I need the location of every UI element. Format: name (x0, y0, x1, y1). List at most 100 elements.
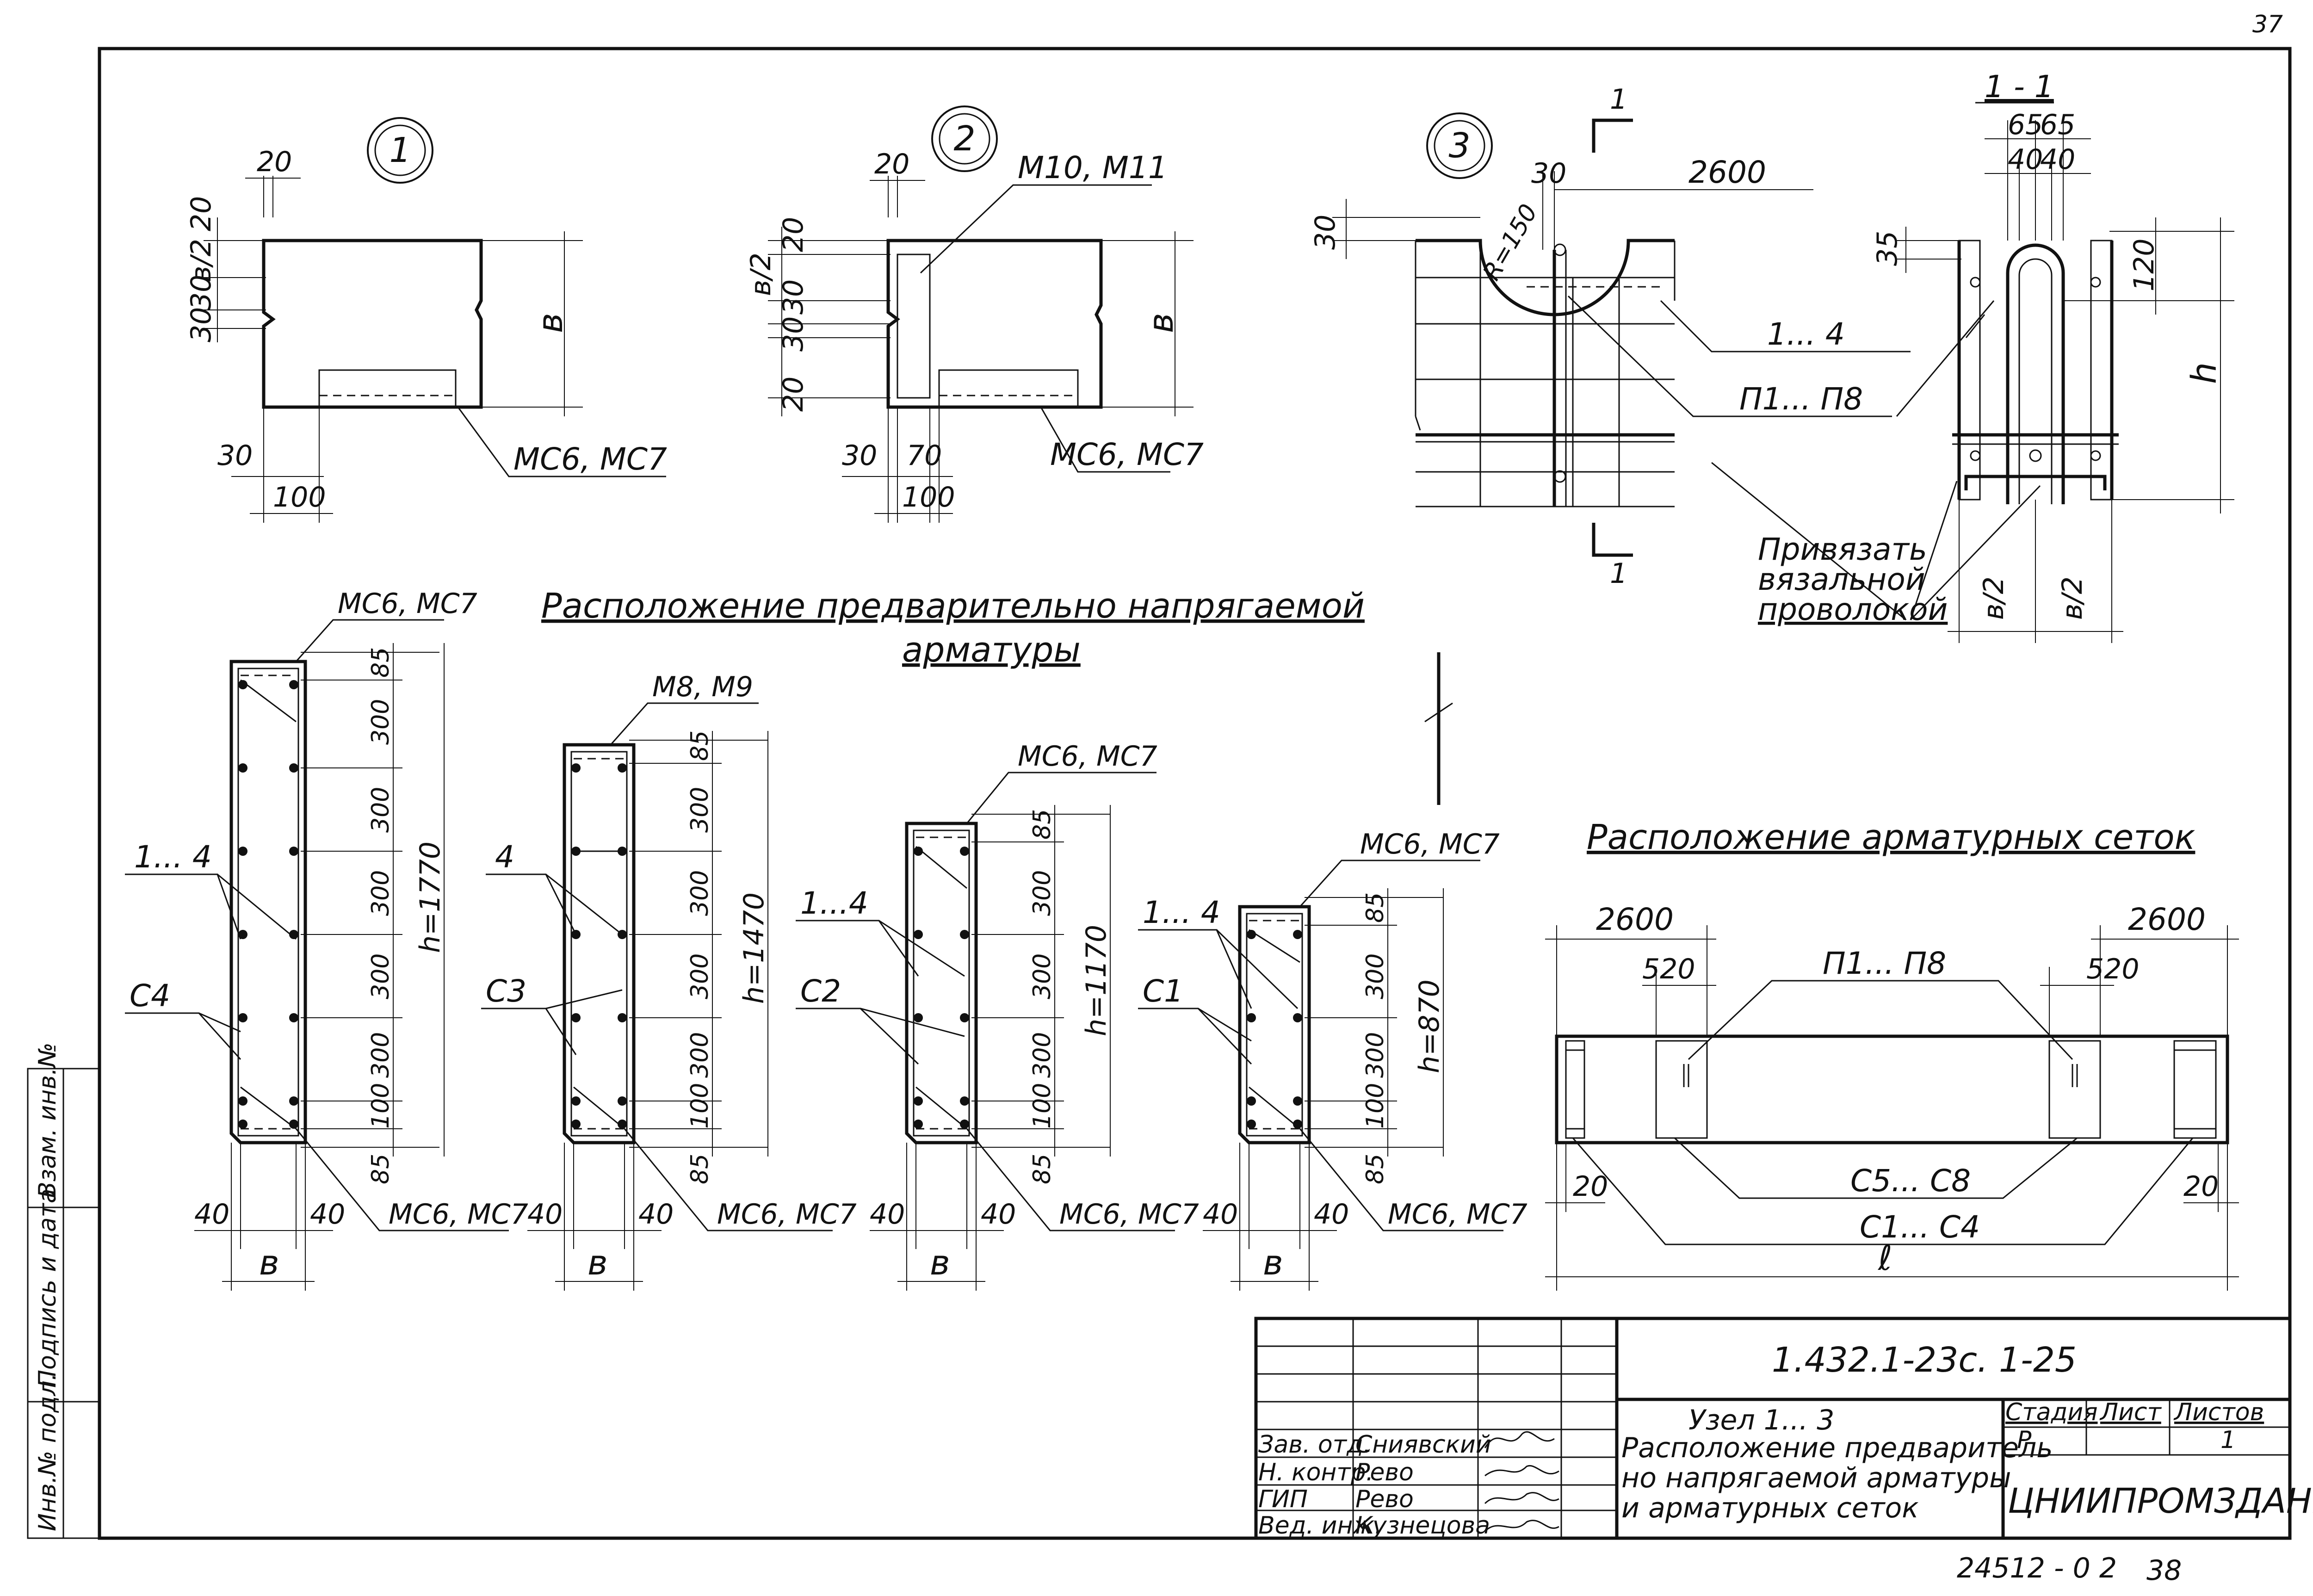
section-c4-bars-label: 1... 4 (134, 839, 212, 875)
section-dim-h: h (2184, 362, 2224, 384)
node-2-dim-20-left: 20 (777, 217, 810, 252)
section-c4-step-2: 300 (367, 787, 395, 833)
section-c1-bot-mesh: МС6, МС7 (1388, 1198, 1528, 1231)
section-c3-dim-40b: 40 (638, 1198, 674, 1231)
sheets-value: 1 (2220, 1426, 2236, 1454)
section-dim-40a: 40 (2008, 143, 2043, 176)
section-c4-dim-40a: 40 (194, 1198, 229, 1231)
doc-code: 1.432.1-23с. 1-25 (1772, 1340, 2077, 1380)
node-2-dim-b2: в/2 (745, 253, 777, 296)
section-c4-bars (238, 680, 298, 1129)
node-1-dim-b2: в/2 (185, 239, 217, 282)
section-c3-c-label: С3 (486, 973, 526, 1009)
node-3: 3 30 30 2600 R=150 1 1 (1309, 83, 1911, 590)
section-c3: М8, М9 85 300 300 300 300 100 85 h=1470 … (481, 671, 857, 1291)
section-c3-bot-mesh: МС6, МС7 (717, 1198, 857, 1231)
node-3-cut-top: 1 (1610, 83, 1627, 116)
section-c1-bars-label: 1... 4 (1143, 895, 1220, 930)
section-c3-step-3: 300 (686, 953, 714, 999)
section-dim-65a: 65 (2008, 109, 2043, 141)
section-c3-step-1: 300 (686, 787, 714, 833)
section-c4: МС6, МС7 85 300 300 300 300 300 100 85 h… (125, 588, 528, 1291)
section-c2: МС6, МС7 85 300 300 300 100 85 h=1170 1.… (796, 740, 1199, 1291)
title-prestress-line1: Расположение предварительно напрягаемой (541, 586, 1365, 626)
section-c1-dim-85-bot: 85 (1361, 1154, 1389, 1184)
section-dim-35: 35 (1871, 231, 1904, 266)
node-3-cut-bot: 1 (1610, 557, 1627, 590)
signature-3 (1484, 1492, 1559, 1504)
section-tie-line3: проволокой (1758, 592, 1948, 627)
name-3: Рево (1355, 1485, 1414, 1513)
section-c3-step-2: 300 (686, 870, 714, 916)
section-c1-dim-85-top: 85 (1361, 892, 1389, 923)
page-number: 37 (2252, 11, 2283, 38)
node-1-number: 1 (389, 130, 411, 170)
section-c2-step-3: 300 (1028, 1032, 1056, 1078)
section-title: 1 - 1 (1985, 69, 2054, 105)
mesh-plan-dim-520-left: 520 (1642, 953, 1695, 985)
node-1-dim-b: в (531, 313, 570, 333)
side-stamp-inv: Инв.№ подл. (34, 1373, 62, 1531)
node-3-bars-label: 1... 4 (1767, 316, 1845, 352)
node-1-dim-20-left: 20 (185, 196, 217, 231)
section-c1-bars (1247, 930, 1302, 1129)
section-c4-step-1: 300 (367, 699, 395, 745)
section-c3-dim-40a: 40 (527, 1198, 563, 1231)
node-3-dim-30-top: 30 (1531, 157, 1566, 190)
mesh-plan-c14-label: С1... С4 (1860, 1209, 1980, 1245)
section-c4-bot-mesh: МС6, МС7 (389, 1198, 528, 1231)
stage-value: Р (2017, 1426, 2032, 1454)
section-c3-dim-85-bot: 85 (686, 1154, 714, 1184)
node-1-mesh-label: МС6, МС7 (513, 441, 667, 477)
title-line-3: но напрягаемой арматуры (1621, 1462, 2011, 1494)
section-c4-step-5: 300 (367, 1032, 395, 1078)
role-3: ГИП (1258, 1485, 1308, 1513)
section-c2-bot-mesh: МС6, МС7 (1059, 1198, 1199, 1231)
section-tie-line1: Привязать (1758, 532, 1927, 567)
mesh-plan: 2600 2600 520 520 П1... П8 С5... С8 С1..… (1545, 902, 2239, 1291)
section-dim-40b: 40 (2040, 143, 2075, 176)
section-c4-dim-85-bot: 85 (367, 1154, 395, 1184)
section-c1-step-2: 300 (1361, 1032, 1389, 1078)
section-c3-bars-label: 4 (495, 839, 514, 875)
section-c2-dim-85-bot: 85 (1028, 1154, 1056, 1184)
section-c4-dim-85-top: 85 (367, 647, 395, 678)
section-c3-bars (571, 763, 627, 1129)
title-mesh: Расположение арматурных сеток (1587, 817, 2195, 857)
node-3-radius: R=150 (1478, 200, 1543, 285)
section-c4-c-label: С4 (130, 978, 170, 1014)
name-4: Кузнецова (1355, 1512, 1490, 1540)
sheet-frame (98, 47, 2292, 1540)
section-c1: МС6, МС7 85 300 300 100 85 h=870 1... 4 … (1138, 828, 1528, 1291)
node-2: 2 20 20 в/2 30 30 20 в 30 70 100 МС6 (745, 105, 1204, 523)
mesh-plan-dim-20-right: 20 (2183, 1170, 2219, 1203)
side-stamp-sign: Подпись и дата (34, 1188, 62, 1388)
section-c1-top-mesh: МС6, МС7 (1360, 828, 1500, 860)
node-3-dim-2600: 2600 (1688, 155, 1766, 190)
signature-2 (1484, 1465, 1559, 1477)
name-2: Рево (1355, 1459, 1414, 1486)
node-1-dim-30a: 30 (185, 275, 217, 310)
stage-header: Стадия (2005, 1398, 2098, 1426)
bottom-code: 24512 - 0 2 (1957, 1552, 2117, 1584)
node-2-number: 2 (953, 119, 975, 159)
node-2-mesh-top-label: М10, М11 (1018, 150, 1168, 186)
node-2-dim-30: 30 (842, 439, 877, 472)
signature-1 (1484, 1431, 1555, 1448)
mesh-plan-dim-2600-left: 2600 (1596, 902, 1674, 937)
node-1: 1 20 20 в/2 30 30 в 30 100 МС6, МС7 (185, 117, 667, 523)
mesh-plan-p-label: П1... П8 (1823, 946, 1946, 981)
section-c1-dim-40b: 40 (1314, 1198, 1349, 1231)
title-line-2: Расположение предваритель (1621, 1432, 2053, 1464)
node-2-dim-20-bot: 20 (777, 377, 810, 412)
section-c4-dim-40b: 40 (310, 1198, 345, 1231)
node-3-p-label: П1... П8 (1739, 381, 1863, 417)
node-1-dim-20-top: 20 (257, 146, 292, 178)
section-c2-height: h=1170 (1080, 925, 1113, 1036)
section-c1-step-1: 300 (1361, 953, 1389, 999)
mesh-plan-dim-2600-right: 2600 (2128, 902, 2206, 937)
node-3-number: 3 (1448, 126, 1470, 166)
section-c2-dim-85-top: 85 (1028, 809, 1056, 840)
section-c4-dim-b: в (259, 1243, 279, 1283)
section-c1-step-3: 100 (1361, 1083, 1389, 1129)
